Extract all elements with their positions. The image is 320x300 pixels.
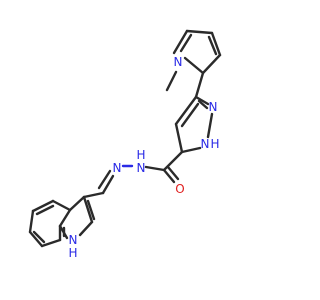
bond (210, 31, 222, 57)
bond-double (197, 99, 209, 110)
bond (78, 220, 94, 237)
atom-labels: N N N H N H N O N H (68, 55, 219, 260)
bond (28, 230, 44, 248)
bond (174, 122, 184, 154)
bond-double (35, 204, 55, 216)
bond (51, 199, 72, 212)
bond (28, 209, 35, 234)
bond (194, 95, 210, 106)
indole-ring (28, 195, 96, 248)
atom-h-amide: H (136, 148, 145, 162)
atom-nh-indole: N (69, 233, 78, 247)
bond (172, 29, 189, 55)
bond (68, 195, 86, 212)
atom-h-pyrazole: H (210, 137, 219, 151)
pyrazole-ring (174, 95, 214, 154)
atom-nh-pyrazole: N (201, 137, 210, 151)
bond-double (86, 199, 96, 221)
carbonyl-bond (162, 168, 176, 184)
imine-double-bond (97, 169, 112, 190)
pyrrole-ring (165, 29, 222, 92)
bond (201, 53, 222, 75)
atom-n-methyl: N (174, 55, 183, 69)
bond (180, 146, 202, 154)
methyl-bond (165, 70, 178, 92)
bond (82, 195, 94, 224)
bond-double (180, 102, 200, 128)
bond-double (32, 230, 46, 244)
bond-double (179, 33, 193, 53)
bond-double (207, 35, 218, 56)
bond (183, 56, 205, 75)
bond (174, 95, 198, 126)
bond (162, 150, 184, 172)
atom-oxygen: O (175, 182, 184, 196)
bond (82, 191, 105, 199)
molecule-structure: N N N H N H N O N H (28, 29, 222, 260)
bond (40, 238, 62, 248)
amide-group (144, 150, 184, 184)
hydrazone-group (82, 164, 134, 199)
molecule-canvas: N N N H N H N O N H (28, 29, 222, 260)
atom-n-pyrazole: N (209, 100, 218, 114)
atom-n-imine: N (113, 161, 122, 175)
bond (101, 174, 115, 195)
bond (58, 208, 72, 228)
bond (31, 199, 55, 213)
bond (185, 29, 214, 35)
bond (144, 165, 166, 172)
ring-link-bond (194, 71, 205, 99)
atom-n-amide: N (137, 161, 146, 175)
atom-h-indole: H (68, 246, 77, 260)
carbonyl-bond-double (166, 165, 180, 181)
bond (206, 112, 214, 139)
